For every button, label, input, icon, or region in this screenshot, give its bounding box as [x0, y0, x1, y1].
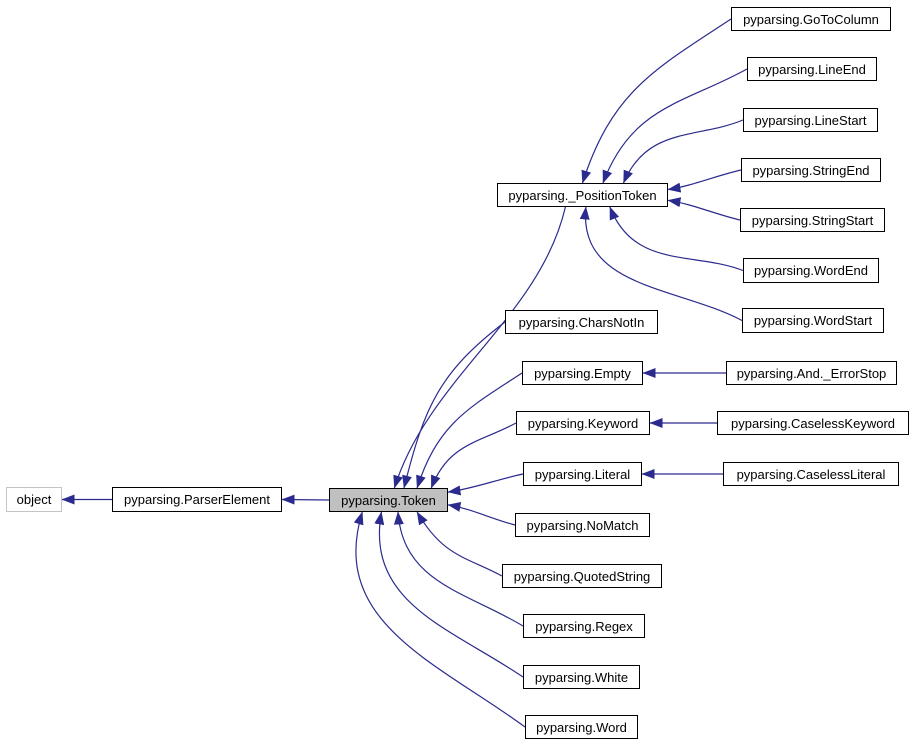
- class-node-label: object: [16, 492, 52, 507]
- class-node-gotocolumn[interactable]: pyparsing.GoToColumn: [731, 7, 891, 31]
- class-node-label: pyparsing.GoToColumn: [743, 11, 879, 27]
- inheritance-edge-wordend-to-positiontoken: [609, 206, 744, 272]
- class-node-label: pyparsing.LineEnd: [758, 61, 866, 77]
- class-node-literal[interactable]: pyparsing.Literal: [523, 462, 642, 486]
- class-node-token[interactable]: pyparsing.Token: [329, 488, 448, 512]
- class-node-lineend[interactable]: pyparsing.LineEnd: [747, 57, 877, 81]
- class-node-label: pyparsing.WordStart: [753, 313, 873, 328]
- class-node-stringstart[interactable]: pyparsing.StringStart: [740, 208, 885, 232]
- class-node-linestart[interactable]: pyparsing.LineStart: [743, 108, 878, 132]
- inheritance-edge-stringstart-to-positiontoken: [667, 197, 741, 221]
- inheritance-edge-keyword-to-token: [430, 422, 517, 489]
- class-node-label: pyparsing.White: [534, 669, 629, 685]
- class-node-label: pyparsing.CaselessLiteral: [736, 466, 886, 482]
- class-node-label: pyparsing._PositionToken: [508, 187, 657, 203]
- class-node-label: pyparsing.CaselessKeyword: [730, 415, 896, 431]
- class-node-object: object: [6, 487, 62, 512]
- class-node-caselessliteral[interactable]: pyparsing.CaselessLiteral: [723, 462, 899, 486]
- inheritance-edge-wordstart-to-positiontoken: [579, 206, 743, 322]
- class-node-label: pyparsing.StringEnd: [752, 162, 870, 178]
- inheritance-edge-regex-to-token: [393, 511, 524, 627]
- class-node-label: pyparsing.Keyword: [527, 415, 639, 431]
- inheritance-edge-charsnotin-to-token: [402, 321, 506, 489]
- class-node-empty[interactable]: pyparsing.Empty: [522, 361, 643, 385]
- class-node-stringend[interactable]: pyparsing.StringEnd: [741, 158, 881, 182]
- inheritance-edge-empty-to-token: [416, 372, 523, 489]
- class-node-label: pyparsing.LineStart: [754, 112, 867, 128]
- inheritance-edge-word-to-token: [353, 511, 526, 728]
- class-node-label: pyparsing.CharsNotIn: [518, 314, 645, 330]
- inheritance-edge-quotedstring-to-token: [416, 511, 503, 577]
- class-node-word[interactable]: pyparsing.Word: [525, 715, 638, 739]
- class-node-caselesskeyword[interactable]: pyparsing.CaselessKeyword: [717, 411, 909, 435]
- class-node-label: pyparsing.Literal: [534, 466, 631, 482]
- inheritance-edge-token-to-parserelement: [281, 494, 330, 505]
- class-node-parserelement[interactable]: pyparsing.ParserElement: [112, 487, 282, 512]
- class-node-keyword[interactable]: pyparsing.Keyword: [516, 411, 650, 435]
- class-node-label: pyparsing.WordEnd: [754, 263, 868, 278]
- class-node-charsnotin[interactable]: pyparsing.CharsNotIn: [505, 310, 658, 334]
- class-node-positiontoken[interactable]: pyparsing._PositionToken: [497, 183, 668, 207]
- class-node-quotedstring[interactable]: pyparsing.QuotedString: [502, 564, 662, 588]
- inheritance-edge-white-to-token: [374, 511, 524, 678]
- inheritance-edge-positiontoken-to-token: [393, 206, 566, 489]
- class-node-nomatch[interactable]: pyparsing.NoMatch: [515, 513, 650, 537]
- class-node-label: pyparsing.And._ErrorStop: [736, 365, 887, 381]
- inheritance-edge-lineend-to-positiontoken: [602, 68, 748, 184]
- class-node-anderrorstop[interactable]: pyparsing.And._ErrorStop: [726, 361, 897, 385]
- class-node-label: pyparsing.StringStart: [751, 212, 874, 228]
- class-node-wordstart[interactable]: pyparsing.WordStart: [742, 308, 884, 333]
- class-node-label: pyparsing.Empty: [534, 365, 631, 381]
- class-node-label: pyparsing.NoMatch: [526, 517, 639, 533]
- class-node-label: pyparsing.ParserElement: [124, 492, 270, 507]
- inheritance-edge-literal-to-token: [447, 473, 524, 496]
- class-node-regex[interactable]: pyparsing.Regex: [523, 614, 645, 638]
- class-node-label: pyparsing.Word: [536, 719, 627, 735]
- inheritance-edge-stringend-to-positiontoken: [667, 169, 742, 193]
- class-node-label: pyparsing.Token: [341, 492, 436, 508]
- class-node-wordend[interactable]: pyparsing.WordEnd: [743, 258, 879, 283]
- inheritance-edge-linestart-to-positiontoken: [622, 119, 744, 184]
- inheritance-edge-gotocolumn-to-positiontoken: [581, 18, 732, 184]
- inheritance-edge-nomatch-to-token: [447, 501, 516, 526]
- class-node-label: pyparsing.QuotedString: [513, 568, 651, 584]
- class-node-label: pyparsing.Regex: [535, 618, 633, 634]
- class-node-white[interactable]: pyparsing.White: [523, 665, 640, 689]
